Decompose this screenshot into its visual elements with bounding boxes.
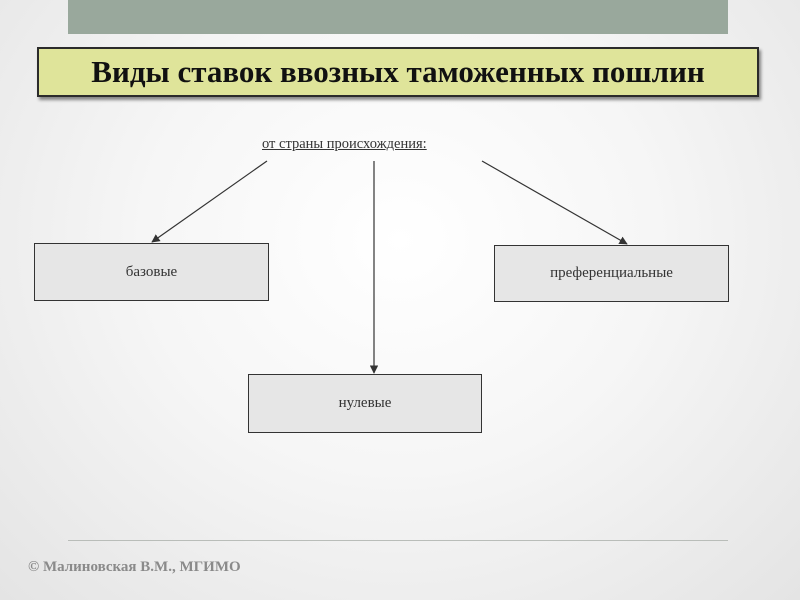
node-preferential-label: преференциальные bbox=[550, 265, 673, 281]
arrow-to-base bbox=[151, 160, 268, 243]
node-zero-label: нулевые bbox=[338, 395, 392, 411]
node-preferential: преференциальные bbox=[494, 245, 729, 302]
footer-copyright: © Малиновская В.М., МГИМО bbox=[28, 559, 241, 575]
source-label: от страны происхождения: bbox=[262, 136, 427, 152]
node-base: базовые bbox=[34, 243, 269, 301]
node-zero: нулевые bbox=[248, 374, 482, 433]
top-band bbox=[68, 0, 728, 34]
arrow-to-preferential bbox=[481, 160, 628, 245]
node-base-label: базовые bbox=[125, 263, 178, 280]
footer-divider bbox=[68, 540, 728, 541]
title-box: Виды ставок ввозных таможенных пошлин bbox=[37, 47, 759, 97]
slide-title: Виды ставок ввозных таможенных пошлин bbox=[91, 54, 705, 89]
